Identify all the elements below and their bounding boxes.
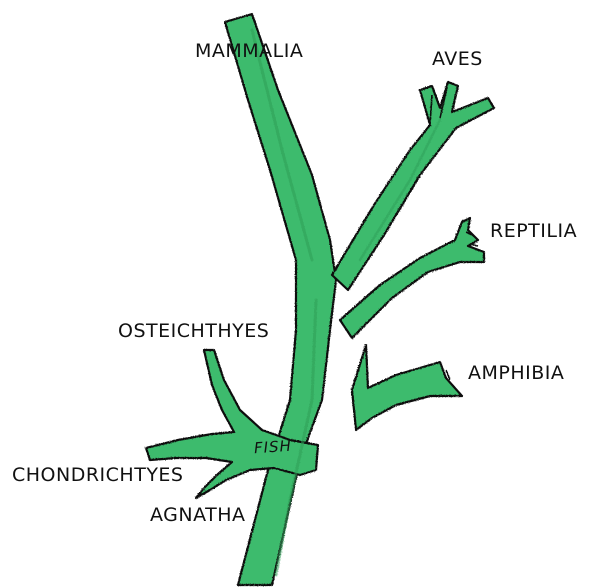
label-osteichthyes: OSTEICHTHYES: [118, 322, 269, 341]
label-mammalia: MAMMALIA: [195, 42, 303, 61]
amphibia-branch: [352, 345, 462, 430]
label-chondrichthyes: CHONDRICHTYES: [12, 466, 184, 485]
label-aves: AVES: [432, 50, 483, 69]
label-fish: FISH: [254, 439, 293, 457]
trunk-branch: [225, 14, 336, 585]
label-reptilia: REPTILIA: [490, 222, 577, 241]
label-amphibia: AMPHIBIA: [468, 364, 564, 383]
tree-branches: [146, 14, 494, 585]
label-agnatha: AGNATHA: [150, 506, 246, 525]
